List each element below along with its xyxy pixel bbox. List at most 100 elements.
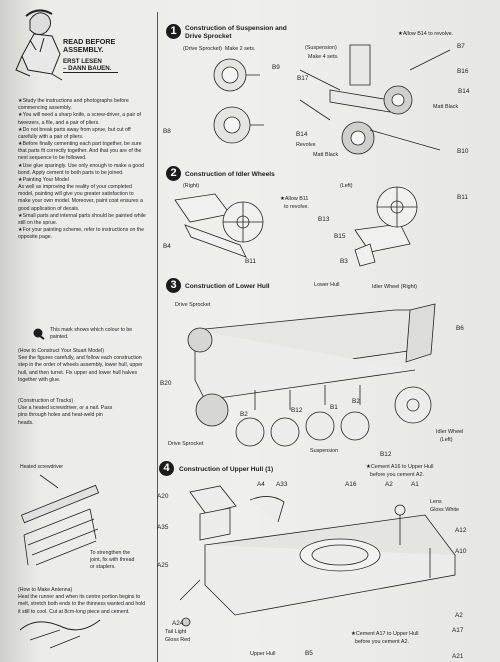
step2-number: 2 [166, 166, 181, 181]
label-b14-top: B14 [458, 88, 470, 95]
mark-note: This mark shows which colour to be paint… [50, 327, 133, 341]
soldier-illustration [15, 9, 63, 81]
howto-heading: (How to Construct Your Stuart Model) [18, 348, 104, 354]
instruction-p6: ★Painting Your Model [18, 176, 69, 183]
step4-title: Construction of Upper Hull (1) [179, 466, 274, 473]
left-label: (Left) [340, 183, 353, 189]
track-illustration [19, 474, 101, 649]
instruction-p9: ★For your painting scheme, refer to inst… [18, 227, 145, 241]
tail-light-label-1: Tail Light [165, 629, 187, 635]
instruction-p4: ★Before finally cementing each part toge… [18, 141, 142, 162]
lens-label-2: Gloss White [430, 507, 460, 513]
label-b3: B3 [340, 258, 348, 265]
label-b14: B14 [296, 131, 308, 138]
label-b12-bottom: B12 [380, 451, 392, 458]
read-before-heading: READ BEFORE ASSEMBLY. ERST LESEN – DANN … [63, 37, 118, 73]
label-b11-right: B11 [457, 194, 468, 201]
lower-hull-label: Lower Hull [314, 282, 340, 288]
paint-mark-icon [33, 328, 43, 338]
label-a33: A33 [276, 481, 288, 488]
label-b6: B6 [456, 325, 464, 332]
suspension-note-2: Make 4 sets. [308, 54, 339, 60]
step3-number: 3 [166, 278, 181, 293]
read-title-2: ASSEMBLY. [63, 45, 104, 55]
antenna-body: Heat the runner and when its centre port… [18, 594, 146, 615]
step1-number: 1 [166, 24, 181, 39]
label-b5: B5 [305, 650, 313, 657]
revolve-label: Revolve [296, 142, 316, 148]
label-a4: A4 [257, 481, 265, 488]
column-divider [157, 12, 158, 662]
label-b2-left: B2 [240, 411, 248, 418]
drive-sprocket-label: Drive Sprocket [175, 302, 211, 308]
label-b11: B11 [245, 258, 256, 265]
allow-b14-note: ★Allow B14 to revolve. [398, 31, 454, 37]
label-a24: A24 [172, 620, 184, 627]
label-a25: A25 [157, 562, 169, 569]
instruction-p1: ★Study the instructions and photographs … [18, 98, 129, 112]
label-a16: A16 [345, 481, 357, 488]
label-a20: A20 [157, 493, 169, 500]
label-a17: A17 [452, 627, 464, 634]
read-title-1: READ BEFORE [63, 37, 116, 46]
lens-label-1: Lens [430, 499, 442, 505]
step1-title-1: Construction of Suspension and [185, 25, 287, 32]
step3-illustration [187, 303, 436, 447]
tracks-body: Use a heated screwdriver, or a nail. Pas… [18, 405, 113, 426]
label-a21: A21 [452, 653, 464, 660]
strengthen-note: To strengthen the joint, fix with thread… [90, 550, 135, 571]
allow-b11-note-1: ★Allow B11 [280, 196, 309, 202]
label-a12: A12 [455, 527, 467, 534]
instruction-p5: ★Use glue sparingly. Use only enough to … [18, 162, 144, 176]
label-b1: B1 [330, 404, 338, 411]
heated-screwdriver-label: Heated screwdriver [20, 464, 64, 470]
label-b8: B8 [163, 128, 171, 135]
idler-left-label-1: Idler Wheel [436, 429, 464, 435]
tracks-section: (Construction of Tracks) Use a heated sc… [18, 398, 113, 427]
step2-illustration [174, 186, 418, 267]
step4-number: 4 [159, 461, 174, 476]
label-a1: A1 [411, 481, 419, 488]
howto-body: See the figures carefully, and follow ea… [18, 355, 143, 383]
label-b20: B20 [160, 380, 172, 387]
howto-section: (How to Construct Your Stuart Model) See… [18, 348, 146, 384]
label-b17: B17 [297, 75, 309, 82]
step1-title-2: Drive Sprocket [185, 33, 232, 40]
antenna-heading: (How to Make Antenna) [18, 587, 73, 593]
allow-b11-note-2: to revolve. [284, 204, 309, 210]
step4-illustration [179, 485, 456, 627]
german-title-1: ERST LESEN [63, 57, 102, 65]
instruction-p7: As well as improving the reality of your… [18, 184, 143, 212]
cement-a17-note-1: ★Cement A17 to Upper Hull [351, 631, 419, 637]
label-b7: B7 [457, 43, 465, 50]
instructions-list: ★Study the instructions and photographs … [18, 98, 146, 241]
label-b12-mid: B12 [291, 407, 303, 414]
right-label: (Right) [183, 183, 200, 189]
label-b9: B9 [272, 64, 280, 71]
label-b2-right: B2 [352, 398, 360, 405]
idler-left-label-2: (Left) [440, 437, 453, 443]
instruction-p3: ★Do not break parts away from sprue, but… [18, 126, 131, 140]
label-a10: A10 [455, 548, 467, 555]
step2-title: Construction of Idler Wheels [185, 171, 275, 178]
idler-right-label: Idler Wheel (Right) [372, 284, 417, 290]
step1-illustration [213, 44, 451, 155]
tracks-heading: (Construction of Tracks) [18, 398, 74, 404]
drive-sprocket-bottom-label: Drive Sprocket [168, 441, 204, 447]
matt-black-2: Matt Black [313, 152, 339, 158]
label-a35: A35 [157, 524, 169, 531]
cement-a17-note-2: before you cement A2. [355, 639, 409, 645]
drive-sprocket-note: (Drive Sprocket) Make 2 sets. [183, 46, 256, 52]
upper-hull-label: Upper Hull [250, 651, 276, 657]
label-b15: B15 [334, 233, 346, 240]
cement-a16-note-2: before you cement A2. [370, 472, 424, 478]
label-b10: B10 [457, 148, 469, 155]
suspension-note-1: (Suspension) [305, 45, 337, 51]
matt-black-1: Matt Black [433, 104, 459, 110]
step3-title: Construction of Lower Hull [185, 283, 270, 290]
instruction-p2: ★You will need a sharp knife, a screw-dr… [18, 112, 141, 126]
antenna-section: (How to Make Antenna) Heat the runner an… [18, 587, 146, 616]
cement-a16-note-1: ★Cement A16 to Upper Hull [366, 464, 434, 470]
